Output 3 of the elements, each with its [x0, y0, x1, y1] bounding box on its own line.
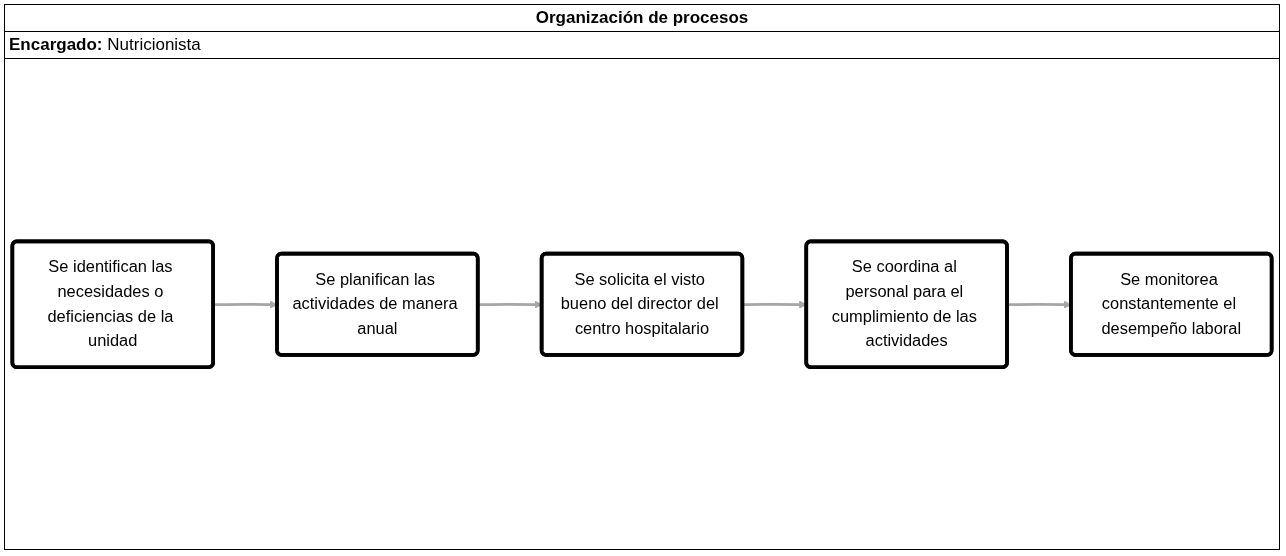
role-value: Nutricionista	[107, 35, 201, 54]
role-label: Encargado:	[9, 35, 103, 54]
title: Organización de procesos	[5, 5, 1279, 32]
